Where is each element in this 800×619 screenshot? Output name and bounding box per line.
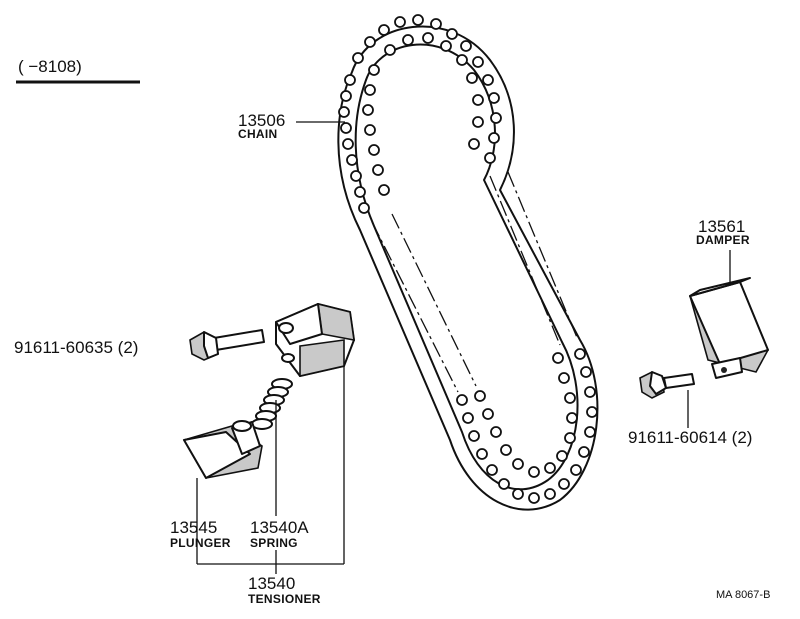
tensioner-part-number: 13540 bbox=[248, 574, 295, 593]
chain-rollers-upper bbox=[338, 14, 502, 214]
tensioner-body bbox=[275, 302, 355, 378]
tensioner-plunger bbox=[182, 420, 263, 479]
chain-part-name: CHAIN bbox=[238, 127, 278, 141]
chain-guide-line bbox=[489, 175, 561, 346]
tensioner-bolt-part-number: 91611-60635 (2) bbox=[14, 338, 138, 357]
damper-bolt bbox=[639, 371, 695, 399]
tensioner-spring bbox=[251, 378, 293, 430]
spring-part-number: 13540A bbox=[250, 518, 309, 537]
range-label: ( −8108) bbox=[18, 57, 82, 76]
plunger-part-name: PLUNGER bbox=[170, 536, 231, 550]
spring-part-name: SPRING bbox=[250, 536, 298, 550]
footer-code: MA 8067-B bbox=[716, 589, 770, 601]
chain-guide-line bbox=[391, 213, 477, 387]
timing-chain bbox=[337, 14, 599, 511]
chain-guide-line bbox=[507, 171, 579, 341]
damper-part-number: 13561 bbox=[698, 217, 745, 236]
chain-part-number: 13506 bbox=[238, 111, 285, 130]
chain-guide-line bbox=[371, 221, 459, 393]
damper-bolt-part-number: 91611-60614 (2) bbox=[628, 428, 752, 447]
tensioner-part-name: TENSIONER bbox=[248, 592, 321, 606]
chain-damper bbox=[689, 277, 769, 379]
plunger-part-number: 13545 bbox=[170, 518, 217, 537]
tensioner-bolt bbox=[189, 329, 265, 361]
damper-part-name: DAMPER bbox=[696, 233, 750, 247]
chain-rollers-lower bbox=[456, 348, 598, 504]
